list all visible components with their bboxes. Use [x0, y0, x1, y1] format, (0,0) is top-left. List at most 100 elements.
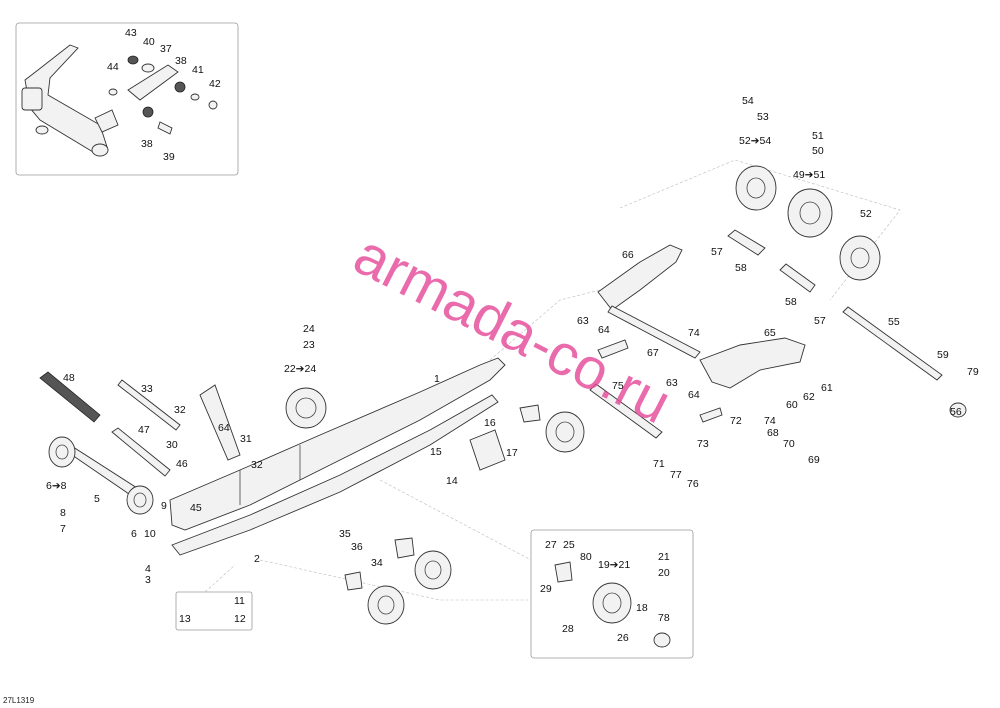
- callout: 49➔51: [793, 169, 825, 181]
- callout: 58: [735, 262, 747, 274]
- callout: 44: [107, 61, 119, 73]
- callout: 57: [711, 246, 723, 258]
- callout: 71: [653, 458, 665, 470]
- callout: 23: [303, 339, 315, 351]
- front-shafts: [39, 371, 181, 515]
- callout: 14: [446, 475, 458, 487]
- callout: 5: [94, 493, 100, 505]
- callout: 6➔8: [46, 480, 67, 492]
- callout: 20: [658, 567, 670, 579]
- callout: 59: [937, 349, 949, 361]
- callout: 75: [612, 380, 624, 392]
- callout: 52: [860, 208, 872, 220]
- callout: 70: [783, 438, 795, 450]
- callout: 51: [812, 130, 824, 142]
- callout: 63: [666, 377, 678, 389]
- callout: 6: [131, 528, 137, 540]
- callout: 38: [175, 55, 187, 67]
- callout: 13: [179, 613, 191, 625]
- callout: 32: [174, 404, 186, 416]
- callout-labels: 43 40 37 44 38 41 42 38 39 54 53 52➔54 5…: [46, 27, 979, 644]
- callout: 47: [138, 424, 150, 436]
- callout: 68: [767, 427, 779, 439]
- callout: 37: [160, 43, 172, 55]
- upper-arm-assembly: [21, 44, 218, 157]
- detail-box-upper-arm: [15, 22, 239, 176]
- callout: 29: [540, 583, 552, 595]
- callout: 65: [764, 327, 776, 339]
- callout: 72: [730, 415, 742, 427]
- callout: 56: [950, 406, 962, 418]
- callout: 50: [812, 145, 824, 157]
- callout: 40: [143, 36, 155, 48]
- callout: 78: [658, 612, 670, 624]
- slide-rails: [169, 357, 506, 556]
- callout: 4: [145, 563, 151, 575]
- callout: 63: [577, 315, 589, 327]
- callout: 76: [687, 478, 699, 490]
- callout: 2: [254, 553, 260, 565]
- callout: 3: [145, 574, 151, 586]
- callout: 42: [209, 78, 221, 90]
- callout: 36: [351, 541, 363, 553]
- callout: 64: [598, 324, 610, 336]
- callout: 46: [176, 458, 188, 470]
- callout: 53: [757, 111, 769, 123]
- callout: 60: [786, 399, 798, 411]
- callout: 57: [814, 315, 826, 327]
- rear-arm-assembly: [589, 165, 967, 648]
- callout: 45: [190, 502, 202, 514]
- callout: 26: [617, 632, 629, 644]
- callout: 80: [580, 551, 592, 563]
- figure-code: 27L1319: [3, 696, 35, 705]
- callout: 10: [144, 528, 156, 540]
- callout: 77: [670, 469, 682, 481]
- callout: 38: [141, 138, 153, 150]
- callout: 67: [647, 347, 659, 359]
- callout: 27: [545, 539, 557, 551]
- callout: 73: [697, 438, 709, 450]
- callout: 19➔21: [598, 559, 630, 571]
- callout: 21: [658, 551, 670, 563]
- callout: 58: [785, 296, 797, 308]
- callout: 33: [141, 383, 153, 395]
- callout: 79: [967, 366, 979, 378]
- callout: 24: [303, 323, 315, 335]
- callout: 7: [60, 523, 66, 535]
- callout: 11: [234, 595, 245, 607]
- callout: 35: [339, 528, 351, 540]
- callout: 66: [622, 249, 634, 261]
- callout: 34: [371, 557, 383, 569]
- callout: 39: [163, 151, 175, 163]
- center-wheels: [199, 384, 632, 625]
- callout: 25: [563, 539, 575, 551]
- detail-box-clip: [175, 591, 253, 631]
- callout: 17: [506, 447, 518, 459]
- callout: 22➔24: [284, 363, 316, 375]
- callout: 64: [688, 389, 700, 401]
- callout: 48: [63, 372, 75, 384]
- callout: 55: [888, 316, 900, 328]
- callout: 30: [166, 439, 178, 451]
- callout: 74: [764, 415, 776, 427]
- callout: 69: [808, 454, 820, 466]
- callout: 12: [234, 613, 246, 625]
- callout: 74: [688, 327, 700, 339]
- callout: 41: [192, 64, 204, 76]
- callout: 31: [240, 433, 252, 445]
- callout: 64: [218, 422, 230, 434]
- callout: 32: [251, 459, 263, 471]
- callout: 15: [430, 446, 442, 458]
- detail-box-rear-wheel: [530, 529, 694, 659]
- callout: 52➔54: [739, 135, 771, 147]
- callout: 43: [125, 27, 137, 39]
- callout: 8: [60, 507, 66, 519]
- callout: 54: [742, 95, 754, 107]
- callout: 16: [484, 417, 496, 429]
- callout: 62: [803, 391, 815, 403]
- callout: 9: [161, 500, 167, 512]
- callout: 28: [562, 623, 574, 635]
- callout: 61: [821, 382, 833, 394]
- callout: 18: [636, 602, 648, 614]
